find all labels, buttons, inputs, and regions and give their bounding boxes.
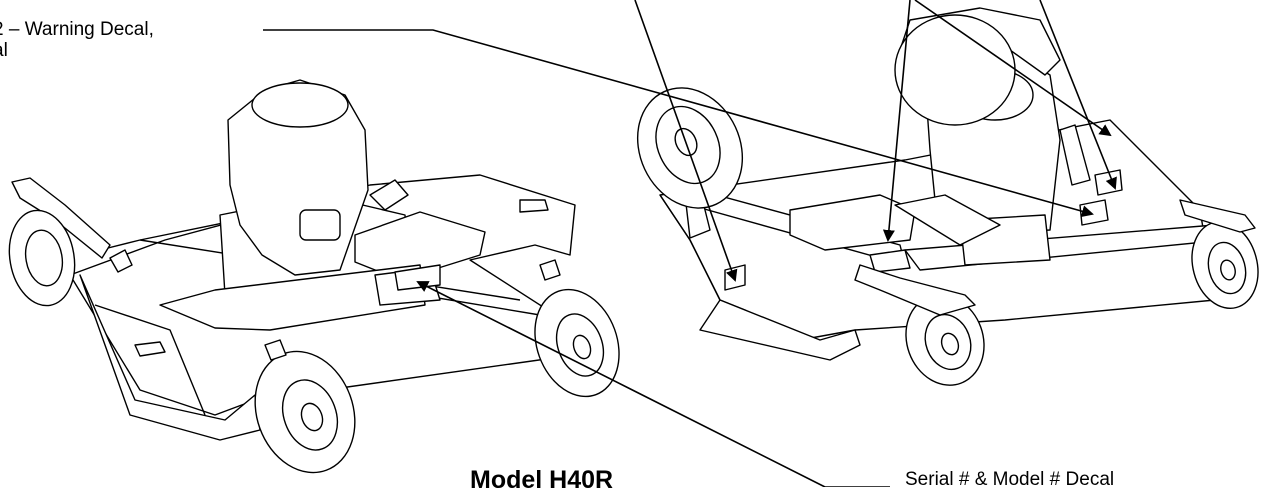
warning-leader [263, 29, 1094, 218]
model-title: Model H40R [470, 466, 614, 494]
left-mower [8, 79, 620, 474]
warning-callout-line2: al [0, 39, 8, 61]
serial-leader [416, 281, 890, 487]
decal-arrow-4 [1039, 0, 1117, 190]
decal-arrow-1 [634, 0, 738, 282]
right-mower [636, 7, 1259, 386]
decal-arrow-3 [914, 0, 1112, 137]
serial-decal-callout: Serial # & Model # Decal [905, 469, 1115, 490]
decal-arrow-2 [882, 0, 911, 242]
warning-decal-callout: 2 – Warning Decal, al [0, 19, 154, 62]
warning-callout-line1: 2 – Warning Decal, [0, 19, 154, 40]
leader-lines [263, 0, 1117, 487]
